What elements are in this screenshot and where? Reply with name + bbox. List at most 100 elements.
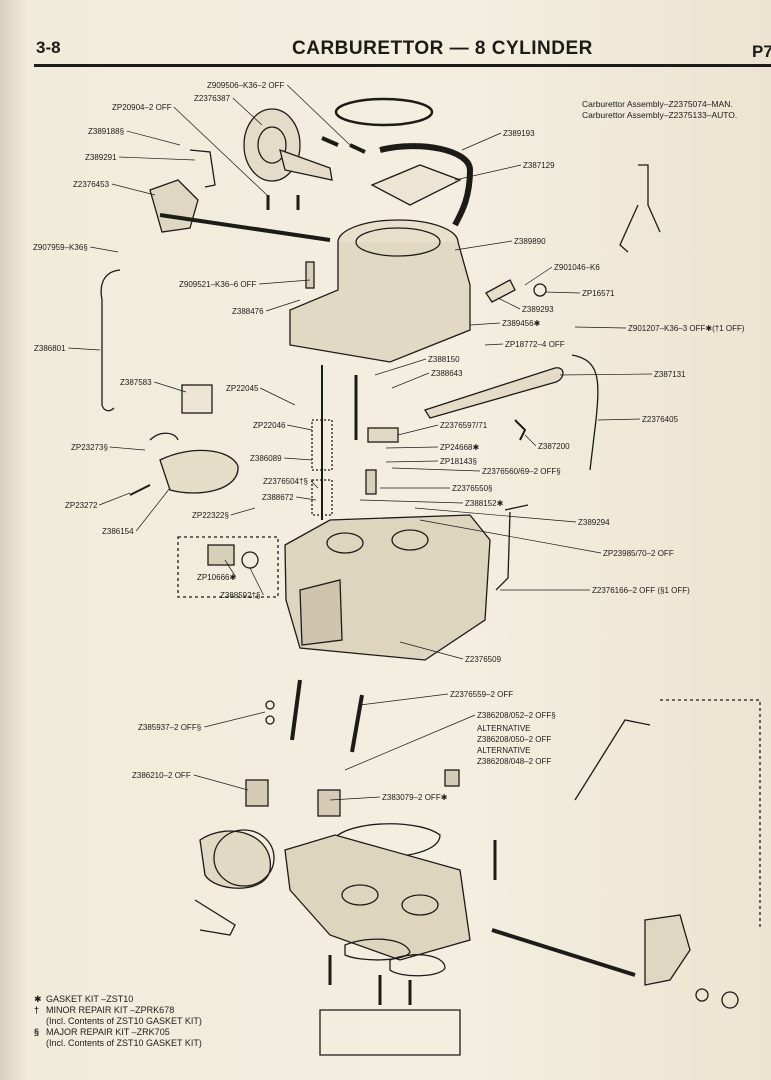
main-bore-right	[391, 529, 429, 551]
kit-legend: ✱GASKET KIT –ZST10 †MINOR REPAIR KIT –ZP…	[34, 994, 202, 1049]
callout-leader	[204, 711, 266, 728]
cover-gasket	[370, 164, 462, 206]
part-callout: Z388672	[262, 493, 294, 502]
callout-leader	[232, 97, 263, 126]
throttle-spring-bracket	[619, 164, 661, 253]
part-callout: Z2376509	[465, 655, 502, 664]
leader-lines	[68, 84, 653, 801]
screw-d	[349, 143, 366, 154]
throttle-return-spring	[574, 719, 651, 801]
part-callout: Z2376387	[194, 94, 231, 103]
legend-symbol: §	[34, 1027, 40, 1037]
callout-leader	[344, 714, 476, 771]
callout-leader	[524, 434, 537, 447]
callout-leader	[286, 84, 351, 146]
part-callout: Z909521–K36–6 OFF	[179, 280, 256, 289]
callout-leader	[524, 266, 553, 286]
legend-text: MINOR REPAIR KIT –ZPRK678	[46, 1005, 175, 1015]
part-callout: Z389890	[514, 237, 546, 246]
part-callout: ZP22045	[226, 384, 259, 393]
inlet-needle-box	[177, 536, 279, 598]
callout-leader	[68, 347, 101, 351]
pump-rod	[571, 354, 599, 471]
callout-leader	[385, 446, 439, 449]
callout-leader	[497, 297, 521, 310]
part-callout: Z387583	[120, 378, 152, 387]
main-bore-left	[326, 532, 364, 554]
part-callout: Z2376453	[73, 180, 110, 189]
callout-leader	[310, 480, 319, 489]
part-callout: Z389188§	[88, 127, 124, 136]
float-pin	[129, 484, 151, 496]
pump-nut	[533, 283, 547, 297]
part-callout: Z388152✱	[465, 499, 504, 508]
callout-leader	[90, 246, 119, 253]
part-callout: Z385937–2 OFF§	[138, 723, 201, 732]
callout-leader	[99, 492, 131, 506]
spring-bracket-outline	[660, 699, 761, 930]
power-valve-jet	[365, 469, 377, 495]
inlet-fitting	[207, 544, 235, 566]
callout-leader	[259, 279, 311, 285]
part-callout: ZP22046	[253, 421, 286, 430]
legend-gasket-kit: ✱GASKET KIT –ZST10	[34, 994, 202, 1005]
part-callout: Z389294	[578, 518, 610, 527]
callout-leader	[454, 164, 522, 181]
part-callout: Z387131	[654, 370, 686, 379]
part-callout: ZP23273§	[71, 443, 108, 452]
part-callout: Z386208/052–2 OFF§	[477, 711, 556, 720]
air-horn-screw	[305, 261, 315, 289]
part-callout: Z386208/048–2 OFF	[477, 757, 551, 766]
legend-major-kit-note: (Incl. Contents of ZST10 GASKET KIT)	[46, 1038, 202, 1048]
choke-shaft	[159, 213, 331, 242]
part-callout: ZP23985/70–2 OFF	[603, 549, 674, 558]
callout-leader	[230, 507, 256, 516]
ball-b	[265, 715, 275, 725]
callout-leader	[224, 559, 237, 578]
callout-leader	[154, 381, 187, 393]
pump-plate	[485, 279, 516, 303]
part-callout: ZP23272	[65, 501, 98, 510]
air-horn-bore	[355, 227, 441, 257]
float-spring	[149, 432, 179, 441]
part-callout: ALTERNATIVE	[477, 746, 531, 755]
part-callout: Z389193	[503, 129, 535, 138]
check-ball	[514, 419, 527, 441]
callout-leader	[391, 372, 430, 389]
screw-c	[321, 136, 339, 147]
callout-leader	[484, 343, 504, 346]
choke-rod-bracket	[189, 149, 216, 188]
callout-leader	[287, 424, 313, 431]
legend-minor-kit: †MINOR REPAIR KIT –ZPRK678	[34, 1005, 202, 1016]
part-callout: Z389291	[85, 153, 117, 162]
legend-text: MAJOR REPAIR KIT –ZRK705	[46, 1027, 170, 1037]
inlet-gasket	[241, 551, 259, 569]
ball-a	[265, 700, 275, 710]
callout-leader	[461, 132, 502, 151]
part-callout: ZP24668✱	[440, 443, 479, 452]
callout-leader	[419, 519, 602, 554]
choke-lever	[149, 179, 199, 233]
part-callout: ZP16571	[582, 289, 615, 298]
part-callout: Z387129	[523, 161, 555, 170]
choke-bracket	[279, 148, 333, 181]
part-drawings	[100, 97, 761, 1056]
part-callout: ZP20904–2 OFF	[112, 103, 172, 112]
pump-lever	[424, 367, 564, 419]
callout-leader	[126, 130, 181, 146]
throttle-shaft	[491, 928, 636, 977]
base-gasket-a	[344, 938, 411, 961]
callout-leader	[559, 373, 653, 376]
part-callout: Z2376560/69–2 OFF§	[482, 467, 561, 476]
part-callout: Z389293	[522, 305, 554, 314]
part-callout: Z2376405	[642, 415, 679, 424]
callout-leader	[414, 507, 577, 523]
callout-leader	[397, 424, 439, 436]
needle-valve-seat	[367, 427, 399, 443]
part-callout: ZP10666✱	[197, 573, 236, 582]
part-callout: Z901046–K6	[554, 263, 600, 272]
top-gasket-ring	[334, 97, 434, 127]
callout-leader	[385, 460, 439, 463]
